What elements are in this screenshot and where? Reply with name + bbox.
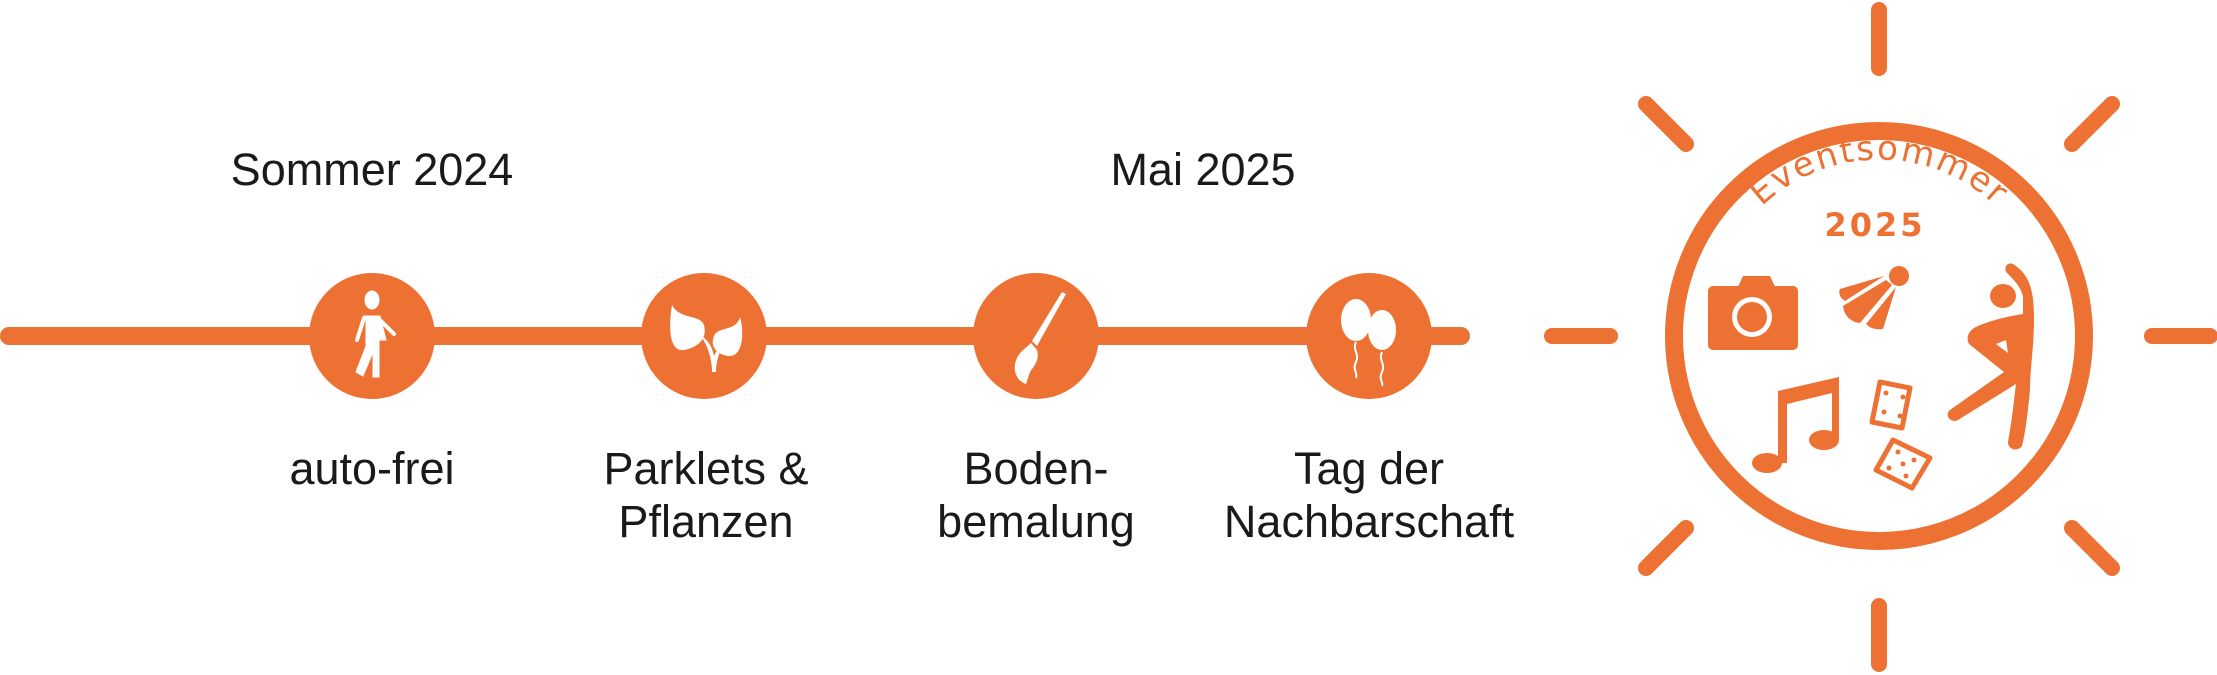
leaves-icon [670,305,743,372]
milestone-label-line2: Pflanzen [618,496,794,547]
badge-title: Eventsommer [1741,128,2016,213]
sun-rays [1544,2,2217,672]
milestone-label-1: auto-frei [289,442,454,495]
shuttlecock-icon [1839,266,1909,330]
milestone-label-line1: Boden- [963,443,1109,494]
period-label-mai-2025: Mai 2025 [1110,144,1296,195]
period-label-sommer-2024: Sommer 2024 [230,144,514,195]
milestone-label-4: Tag der Nachbarschaft [1224,442,1514,548]
music-note-icon [1752,377,1839,473]
eventsommer-badge [1544,2,2217,672]
paintbrush-icon [1014,292,1066,384]
dice-icon [1869,379,1933,491]
badge-circle [1665,122,2093,550]
milestone-label-line1: auto-frei [289,443,455,494]
milestone-label-line1: Tag der [1293,443,1445,494]
milestone-label-2: Parklets & Pflanzen [603,442,808,548]
milestone-label-3: Boden- bemalung [937,442,1135,548]
milestone-label-line2: Nachbarschaft [1223,496,1515,547]
camera-icon [1708,276,1798,350]
stretching-person-icon [1947,263,2034,450]
badge-year: 2025 [1824,206,1925,244]
milestone-label-line1: Parklets & [603,443,809,494]
milestone-label-line2: bemalung [937,496,1135,547]
balloons-icon [1341,299,1396,387]
milestone-circle-2 [641,273,767,399]
person-walking-icon [355,290,396,378]
